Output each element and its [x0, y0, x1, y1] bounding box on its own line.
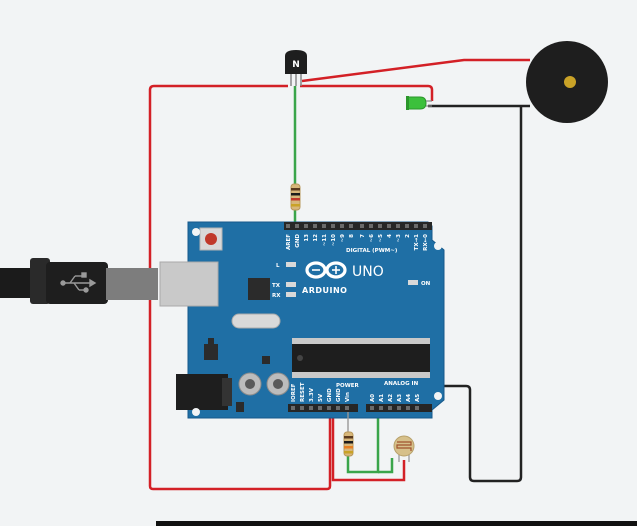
- led-rx: [286, 292, 296, 297]
- red-wire-transistor-led[interactable]: [300, 84, 434, 101]
- pin-label: A2: [388, 394, 394, 402]
- pin-label: A0: [370, 394, 376, 402]
- power-header-label: POWER: [336, 383, 360, 389]
- pin-label: ~5: [378, 234, 384, 243]
- analog-header-label: ANALOG IN: [384, 381, 419, 387]
- usb-strain-relief: [30, 258, 50, 304]
- pin-label: 5V: [318, 393, 324, 402]
- pin-label: ~10: [331, 234, 337, 246]
- reset-button-cap: [205, 233, 217, 245]
- power-header[interactable]: [288, 404, 358, 412]
- photoresistor[interactable]: [393, 435, 415, 462]
- pin-label: A3: [397, 394, 403, 402]
- mount-hole: [434, 242, 442, 250]
- divider-resistor[interactable]: [343, 412, 354, 457]
- pin-label: A4: [406, 394, 412, 402]
- label-tx: TX: [272, 283, 281, 289]
- transistor-body: [285, 50, 307, 74]
- pin-label: A1: [379, 394, 385, 402]
- board-model-label: UNO: [352, 264, 384, 280]
- usb-chip: [248, 278, 270, 300]
- buzzer-center: [564, 76, 576, 88]
- usb-icon: [60, 272, 97, 293]
- crystal-oscillator: [231, 313, 281, 329]
- mount-hole: [192, 228, 200, 236]
- red-wire-5v-ldr[interactable]: [331, 412, 406, 482]
- pin-label: 8: [349, 234, 355, 238]
- pin-label: 2: [405, 234, 411, 238]
- led-on: [408, 280, 418, 285]
- mount-hole: [192, 408, 200, 416]
- pin-label: AREF: [286, 234, 292, 250]
- pin-label: 13: [304, 234, 310, 242]
- green-led[interactable]: [406, 96, 432, 110]
- pin-label: ~11: [322, 234, 328, 246]
- led-tx: [286, 282, 296, 287]
- pin-label: A5: [415, 394, 421, 402]
- green-wire-divider-a[interactable]: [346, 412, 380, 474]
- pin-label: IOREF: [291, 383, 297, 402]
- pin-label: GND: [336, 388, 342, 402]
- pin-label: ~6: [369, 234, 375, 243]
- red-wire-transistor-buzzer[interactable]: [301, 58, 530, 83]
- label-on: ON: [421, 281, 431, 287]
- pin-label: Vin: [345, 392, 351, 402]
- pin-label: RX←0: [423, 234, 429, 251]
- label-l: L: [276, 263, 280, 269]
- atmega-chip: [292, 344, 430, 372]
- pin-label: TX→1: [414, 234, 420, 251]
- red-wire-5v-loop[interactable]: [148, 84, 332, 491]
- pin-label: RESET: [300, 382, 306, 402]
- transistor-label: N: [292, 60, 300, 70]
- pin-label: GND: [295, 234, 301, 248]
- power-analog-header-pins: [291, 406, 419, 410]
- digital-header-pins: [286, 224, 427, 228]
- bottom-edge-bar: [156, 521, 637, 526]
- pin-label: 12: [313, 234, 319, 242]
- pin-label: 3.3V: [309, 387, 315, 402]
- usb-port[interactable]: [159, 261, 219, 307]
- digital-header-label: DIGITAL (PWM~): [346, 248, 398, 254]
- pin-label: ~3: [396, 234, 402, 243]
- digital-header[interactable]: [284, 222, 432, 230]
- board-brand-label: ARDUINO: [302, 286, 347, 295]
- pin-label: 7: [360, 234, 366, 238]
- pin-label: GND: [327, 388, 333, 402]
- arduino-uno-board[interactable]: L TX RX ON UNO ARDUINO: [159, 221, 445, 419]
- led-l: [286, 262, 296, 267]
- base-resistor[interactable]: [290, 183, 301, 211]
- arduino-logo-icon: [305, 261, 347, 279]
- mount-hole: [434, 392, 442, 400]
- power-jack[interactable]: [176, 374, 228, 410]
- green-wire-divider-b[interactable]: [378, 458, 394, 474]
- usb-connector-metal: [106, 268, 158, 300]
- voltage-regulator: [204, 344, 218, 360]
- pin-label: 4: [387, 234, 393, 238]
- usb-cable[interactable]: [0, 258, 158, 304]
- usb-cable-wire: [0, 268, 32, 298]
- piezo-buzzer[interactable]: [526, 41, 608, 123]
- pin-label: ~9: [340, 234, 346, 243]
- label-rx: RX: [272, 293, 281, 299]
- npn-transistor[interactable]: N: [285, 50, 307, 86]
